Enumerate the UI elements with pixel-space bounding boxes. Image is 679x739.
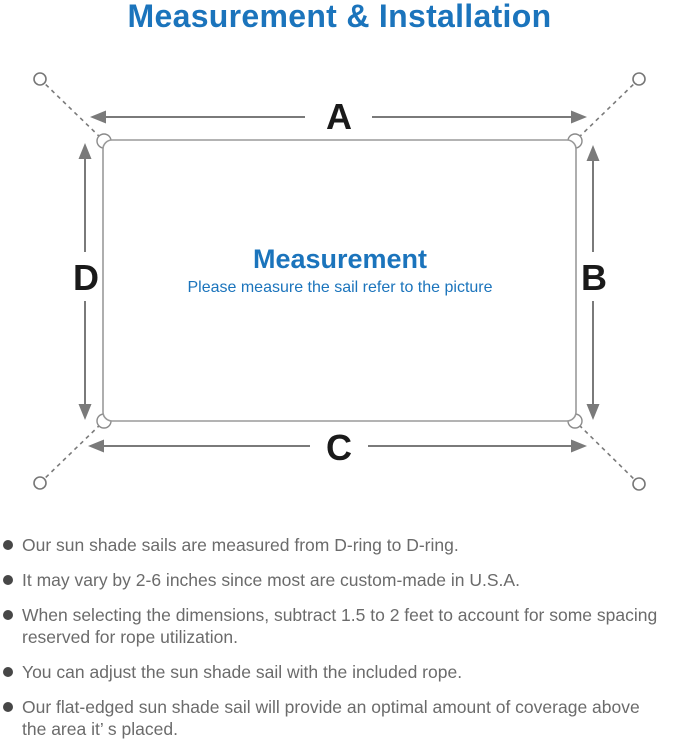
- sail-diagram-canvas: A B C D Measurement Please measure the s…: [33, 72, 646, 491]
- anchor-point-icon-top-right: [632, 72, 646, 86]
- arrowhead-left-icon: [90, 110, 106, 124]
- arrowhead-down-icon: [78, 404, 92, 420]
- arrowhead-down-icon: [586, 404, 600, 420]
- bullet-icon: [3, 540, 13, 550]
- list-item: When selecting the dimensions, subtract …: [3, 604, 673, 648]
- note-text: Our sun shade sails are measured from D-…: [22, 535, 459, 555]
- note-text: Our flat-edged sun shade sail will provi…: [22, 697, 640, 739]
- page-title: Measurement & Installation: [127, 0, 552, 34]
- anchor-point-icon-bottom-right: [632, 477, 646, 491]
- bullet-icon: [3, 667, 13, 677]
- note-text: It may vary by 2-6 inches since most are…: [22, 570, 520, 590]
- rope-dashed-line-bottom-right: [575, 421, 640, 485]
- arrowhead-up-icon: [586, 145, 600, 161]
- note-text: You can adjust the sun shade sail with t…: [22, 662, 463, 682]
- rope-dashed-line-top-right: [575, 78, 640, 141]
- arrowhead-up-icon: [78, 143, 92, 159]
- bullet-icon: [3, 575, 13, 585]
- arrowhead-left-icon: [88, 439, 104, 453]
- dim-label-a: A: [326, 96, 352, 137]
- rope-dashed-line-bottom-left: [39, 421, 104, 484]
- rope-dashed-line-top-left: [39, 78, 104, 141]
- dim-label-b: B: [581, 257, 607, 298]
- list-item: You can adjust the sun shade sail with t…: [3, 661, 673, 683]
- sail-rectangle: [102, 139, 577, 422]
- measurement-diagram: A B C D Measurement Please measure the s…: [0, 60, 679, 520]
- list-item: It may vary by 2-6 inches since most are…: [3, 569, 673, 591]
- bullet-icon: [3, 610, 13, 620]
- list-item: Our sun shade sails are measured from D-…: [3, 534, 673, 556]
- dim-label-d: D: [73, 257, 99, 298]
- diagram-center-title: Measurement: [253, 244, 427, 274]
- arrowhead-right-icon: [571, 110, 587, 124]
- dim-label-c: C: [326, 427, 352, 468]
- arrowhead-right-icon: [571, 439, 587, 453]
- notes-list: Our sun shade sails are measured from D-…: [3, 534, 673, 739]
- list-item: Our flat-edged sun shade sail will provi…: [3, 696, 673, 739]
- diagram-center-subtitle: Please measure the sail refer to the pic…: [187, 279, 492, 296]
- anchor-point-icon-top-left: [33, 72, 47, 86]
- anchor-point-icon-bottom-left: [33, 476, 47, 490]
- note-text: When selecting the dimensions, subtract …: [22, 605, 658, 647]
- bullet-icon: [3, 702, 13, 712]
